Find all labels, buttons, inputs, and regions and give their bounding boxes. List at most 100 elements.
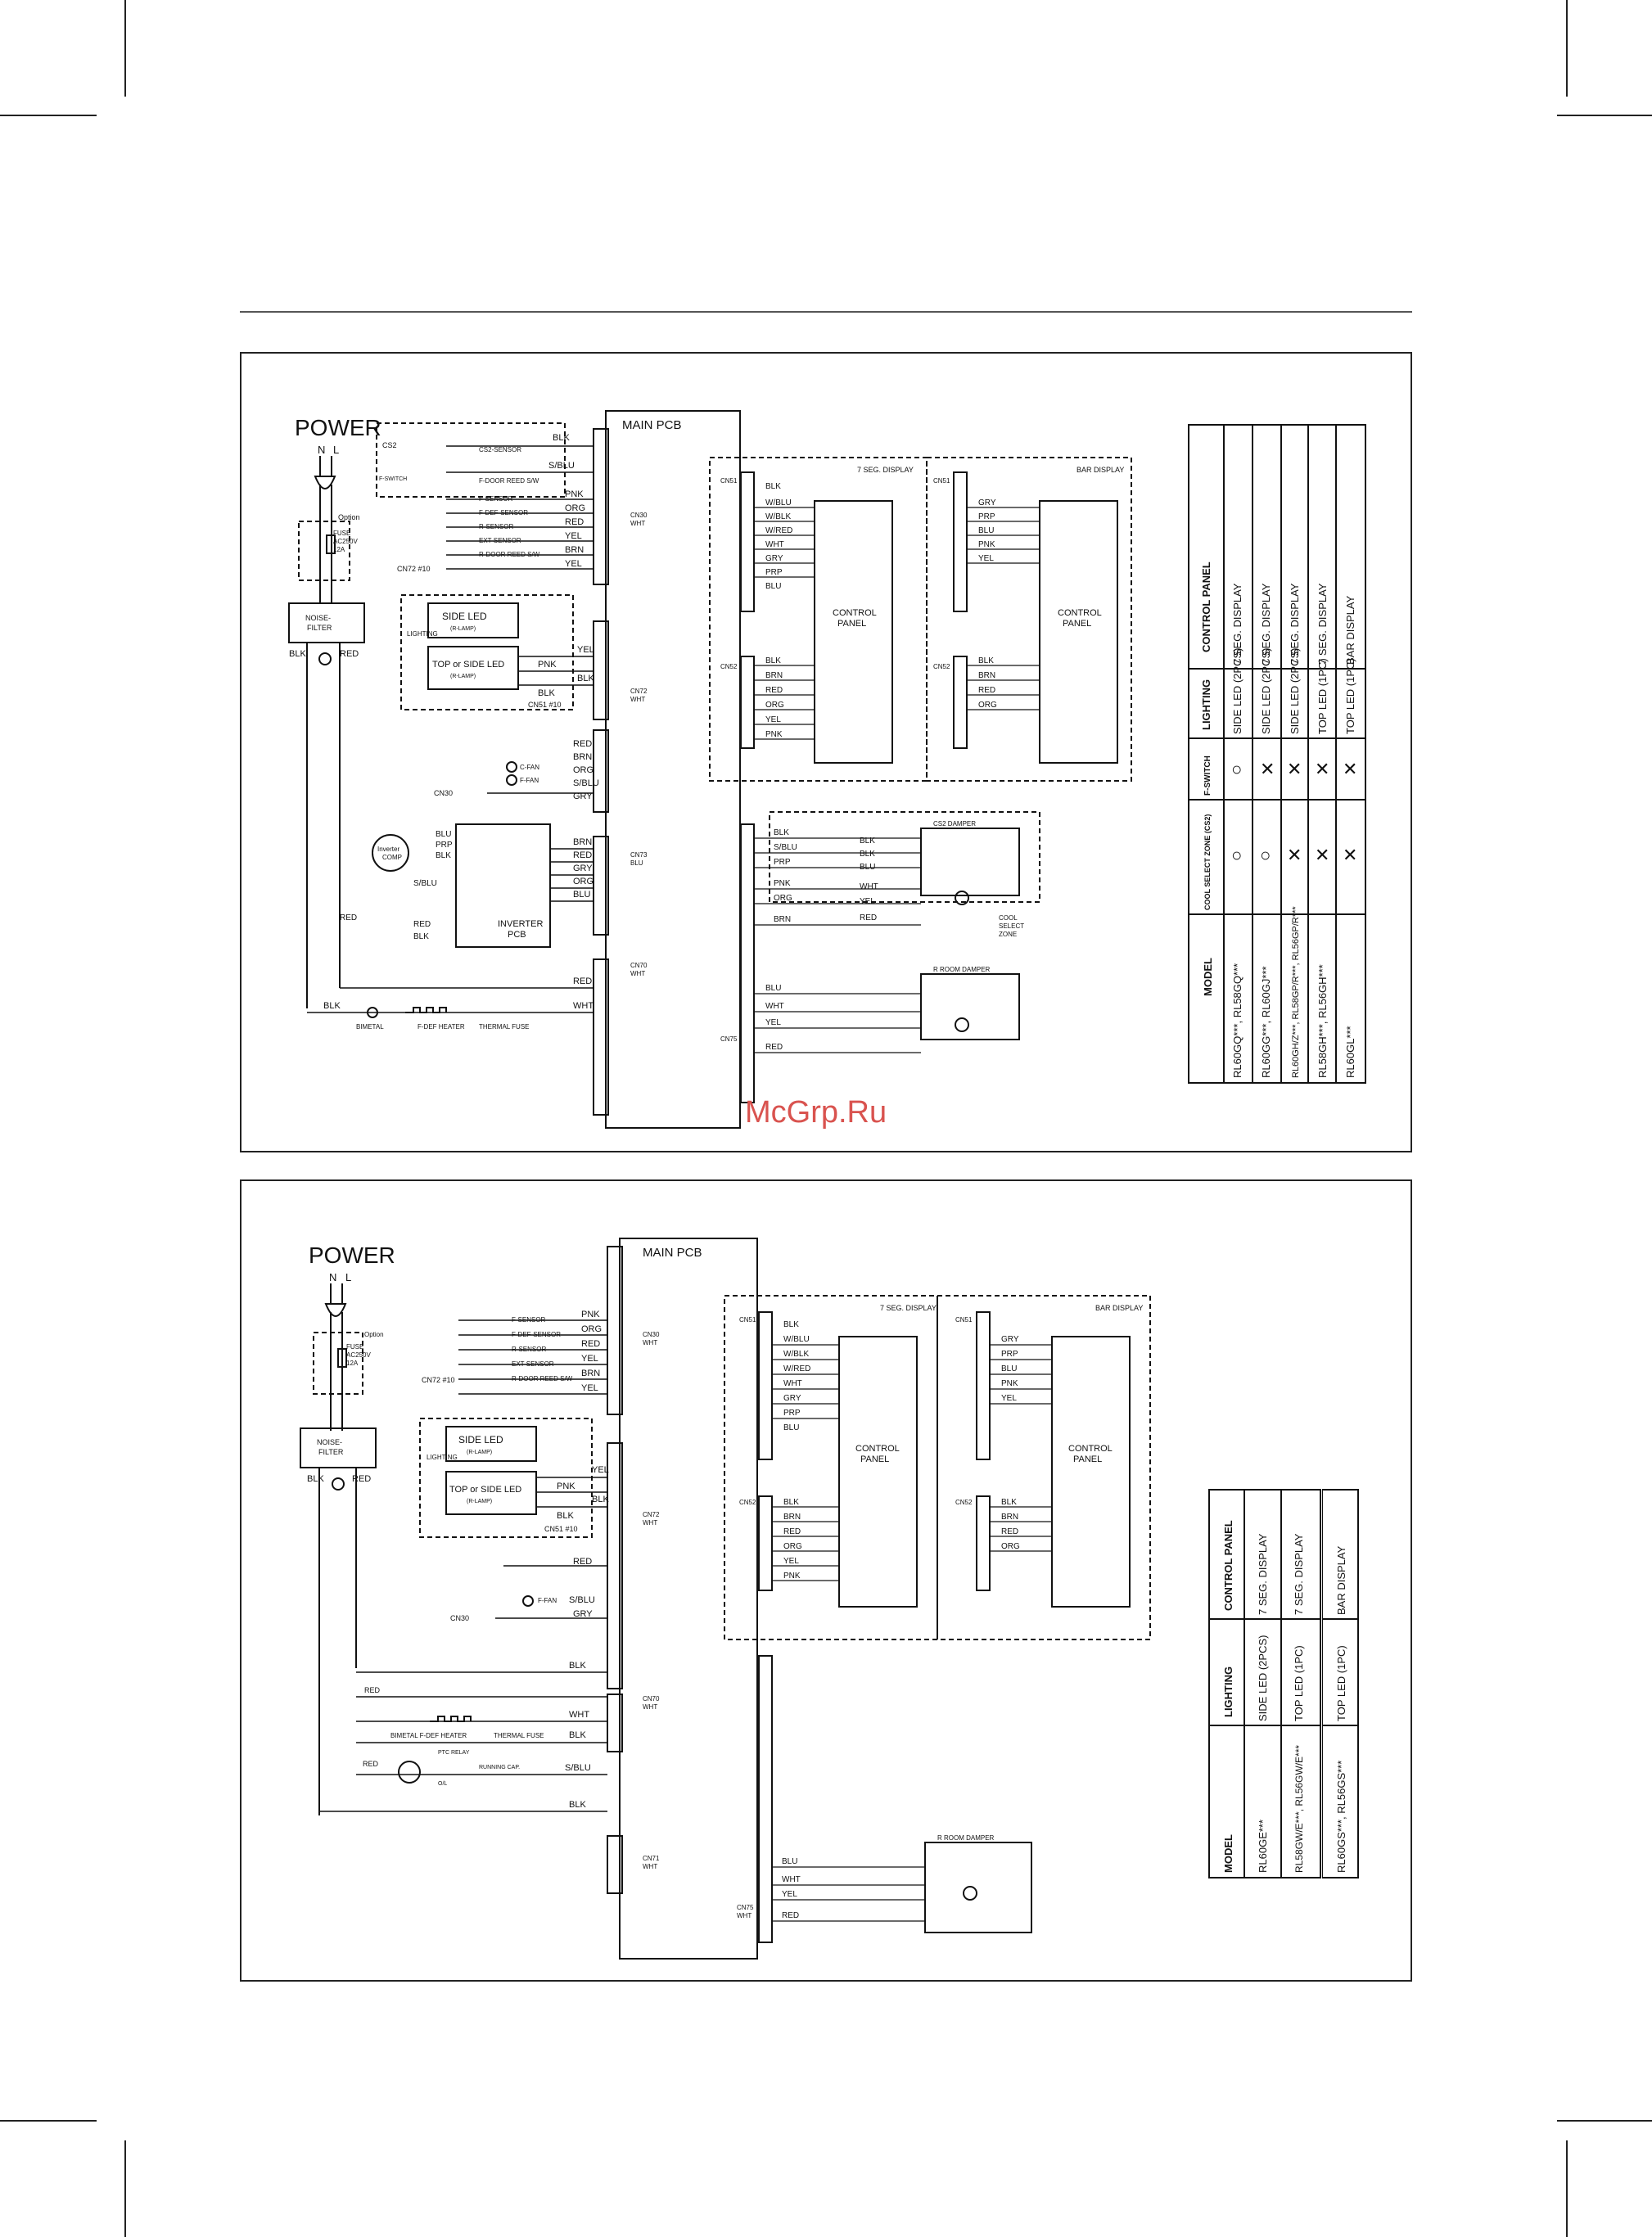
crop-mark [0, 2120, 97, 2122]
wire-label: BRN [573, 752, 592, 762]
cn72-label: CN72 [630, 688, 648, 695]
top-side-led-label: TOP or SIDE LED [432, 660, 504, 670]
model-table-2: MODEL LIGHTING CONTROL PANEL RL60GE*** R… [1208, 1489, 1321, 1878]
wire-label: BLU [782, 1857, 797, 1866]
wire-label: ORG [774, 894, 792, 903]
cs2-damper-label: CS2 DAMPER [933, 820, 976, 828]
cn72-label: CN72 [643, 1511, 660, 1518]
wire-label: PNK [557, 1482, 575, 1491]
c-fan-motor-icon [506, 761, 517, 773]
r-room-damper-motor-icon [963, 1886, 977, 1901]
wire-label: W/BLK [765, 512, 791, 521]
c-fan-label: C-FAN [520, 764, 539, 771]
wire-label: BLU [765, 582, 781, 591]
power-label: POWER [295, 415, 381, 440]
cn70-label: CN70 [630, 962, 648, 969]
table1-panel: BAR DISPLAY [1344, 595, 1356, 665]
inverter-pcb-box [455, 823, 551, 948]
bar-control-panel-label-2: PANEL [1063, 619, 1091, 629]
table2-row-model: RL60GS***, RL56GS*** [1335, 1761, 1347, 1873]
control-panel-bar [1039, 500, 1118, 764]
table1-panel: 7 SEG. DISPLAY [1289, 583, 1301, 665]
table1-fsw-mark: ✕ [1315, 759, 1329, 779]
f-fan-label: F-FAN [520, 777, 539, 784]
top-led-rlamp: (R-LAMP) [467, 1499, 492, 1504]
side-led-box [427, 602, 519, 638]
wire-label: GRY [978, 498, 996, 507]
cn70-wht: WHT [643, 1703, 657, 1711]
noise-filter-box [288, 602, 365, 643]
seg-display-label: 7 SEG. DISPLAY [880, 1304, 937, 1312]
option-label: Option [338, 513, 360, 521]
lighting-label: LIGHTING [427, 1454, 458, 1461]
wire-label: YEL [581, 1383, 598, 1393]
fuse-option-box [298, 521, 350, 581]
wire-label: YEL [860, 897, 875, 906]
cs2-damper-box [920, 828, 1020, 896]
cn73-blu: BLU [630, 859, 643, 867]
wire-label: PNK [774, 879, 791, 888]
control-panel-label: CONTROL [833, 608, 877, 618]
table2-row-model: RL60GE*** [1257, 1820, 1269, 1873]
noise-red-label: RED [352, 1474, 371, 1484]
table1-fsw-mark: ✕ [1287, 759, 1302, 779]
model-table-2-rows: TOP LED (1PC) 7 SEG. DISPLAY [1293, 1533, 1305, 1721]
wire-label: YEL [765, 1018, 781, 1027]
wiring-diagram-panel-2: POWER N L Option FUSE AC250V 12A NOISE- … [240, 1179, 1412, 1982]
cn75-label: CN75 [737, 1904, 754, 1911]
watermark: McGrp.Ru [745, 1095, 887, 1130]
cn51-label: CN51 [720, 477, 738, 485]
f-fan-motor-icon [506, 774, 517, 786]
wire-label: W/BLK [783, 1350, 809, 1359]
fuse-icon [337, 1348, 347, 1368]
top-side-led-box [445, 1471, 537, 1515]
noise-red-label: RED [340, 649, 359, 659]
control-panel-label: CONTROL [855, 1444, 900, 1454]
wire-label: PNK [783, 1572, 801, 1581]
running-cap-label: RUNNING CAP. [479, 1765, 520, 1770]
wire-label: YEL [581, 1354, 598, 1364]
table1-row-model: RL60GQ***, RL58GQ*** [1231, 963, 1244, 1078]
ground-icon [318, 652, 332, 665]
wire-label: BLU [783, 1423, 799, 1432]
fdef-heater-label: F-DEF HEATER [418, 1023, 465, 1031]
cs2-label: CS2 [382, 441, 397, 449]
wire-label: BLK [1001, 1498, 1017, 1507]
wire-label: WHT [765, 1002, 784, 1011]
top-side-led-label: TOP or SIDE LED [449, 1485, 521, 1495]
cool-select-label-2: SELECT [999, 922, 1024, 930]
fuse-label: FUSE [346, 1343, 363, 1351]
wire-label: RED [573, 1557, 592, 1567]
main-pcb-board [619, 1238, 758, 1960]
wire-label: BLK [978, 656, 994, 665]
model-table-2-cells: SIDE LED (2PCS) 7 SEG. DISPLAY [1257, 1533, 1269, 1721]
fuse-icon [326, 534, 336, 554]
main-pcb-label: MAIN PCB [622, 418, 682, 432]
cool-select-label: COOL [999, 914, 1018, 922]
wire-label: RED [1001, 1527, 1018, 1536]
table1-panel: 7 SEG. DISPLAY [1231, 583, 1244, 665]
lighting-box [400, 594, 574, 710]
wire-label: WHT [765, 540, 784, 549]
wire-label: PRP [978, 512, 995, 521]
table1-panel: 7 SEG. DISPLAY [1260, 583, 1272, 665]
neutral-label: N [318, 444, 325, 456]
fdef-heater-icon [405, 1007, 447, 1013]
wire-label: RED [565, 517, 584, 527]
wire-label: RED [765, 686, 783, 695]
wire-label: RED [363, 1760, 379, 1768]
inverter-pcb-label-2: PCB [508, 930, 526, 940]
wire-label: ORG [581, 1324, 602, 1334]
bar-cn52-connector [976, 1495, 991, 1591]
fuse-amps: 12A [346, 1360, 359, 1367]
ptc-relay-label: PTC RELAY [438, 1750, 470, 1756]
side-led-label: SIDE LED [442, 611, 487, 622]
cn75-label: CN75 [720, 1035, 738, 1043]
bar-control-panel-label-2: PANEL [1073, 1455, 1102, 1464]
seg-display-label: 7 SEG. DISPLAY [857, 466, 914, 474]
wire-label: YEL [765, 715, 781, 724]
wire-label: BRN [765, 671, 783, 680]
fuse-label: FUSE [333, 530, 350, 537]
cn51-label: CN51 [739, 1316, 756, 1324]
noise-filter-box [300, 1427, 377, 1468]
